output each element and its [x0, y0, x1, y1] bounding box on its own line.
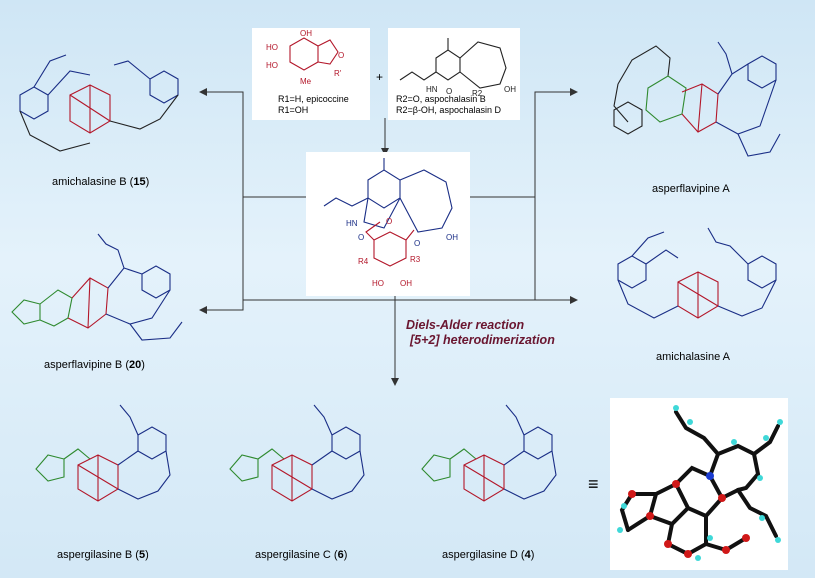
crystal-structure-image — [617, 405, 783, 561]
reaction-line-1: Diels-Alder reaction — [406, 318, 525, 332]
svg-text:O: O — [338, 51, 344, 60]
amichalasine-b-num: 15 — [133, 176, 146, 188]
aspergilasine-d-structure — [421, 404, 557, 502]
svg-text:R2: R2 — [472, 89, 483, 98]
svg-text:OH: OH — [446, 233, 458, 242]
svg-text:HO: HO — [266, 43, 278, 52]
asperflavipine-b-num: 20 — [129, 359, 142, 371]
reaction-line-2: [5+2] heterodimerization — [410, 333, 555, 347]
svg-text:OH: OH — [400, 279, 412, 288]
aspergilasine-b-structure — [35, 404, 171, 502]
aspergilasine-d-num: 4 — [524, 549, 531, 561]
epicoccine-structure: HO HO OH O R' Me — [266, 29, 344, 86]
aspergilasine-b-label: aspergilasine B (5) — [57, 549, 149, 561]
aspergilasine-b-name: aspergilasine B — [57, 549, 133, 561]
aspergilasine-d-label: aspergilasine D (4) — [442, 549, 535, 561]
svg-text:OH: OH — [300, 29, 312, 38]
aspergilasine-c-structure — [229, 404, 365, 502]
crystal-structure-panel — [610, 398, 788, 570]
plus-sign: + — [376, 70, 384, 84]
aspergilasine-c-name: aspergilasine C — [255, 549, 331, 561]
aspergilasine-b-num: 5 — [138, 549, 146, 561]
amichalasine-a-structure — [617, 227, 777, 319]
amichalasine-b-name: amichalasine B — [52, 176, 127, 188]
amichalasine-b-structure — [19, 54, 179, 152]
svg-text:O: O — [414, 239, 420, 248]
svg-text:HN: HN — [346, 219, 358, 228]
asperflavipine-a-structure — [613, 41, 781, 157]
asperflavipine-b-name: asperflavipine B — [44, 359, 123, 371]
asperflavipine-b-label: asperflavipine B (20) — [44, 359, 145, 371]
svg-text:O: O — [446, 87, 452, 96]
svg-text:R': R' — [334, 69, 342, 78]
aspochalasin-label-1: R2=O, aspochalasin B — [396, 94, 486, 104]
svg-text:OH: OH — [504, 85, 516, 94]
svg-text:R4: R4 — [358, 257, 369, 266]
amichalasine-a-label: amichalasine A — [656, 351, 730, 363]
aspergilasine-c-num: 6 — [337, 549, 344, 561]
aspergilasine-d-name: aspergilasine D — [442, 549, 518, 561]
svg-text:HO: HO — [372, 279, 384, 288]
intermediate-card: HN O O OH O R4 R3 HO OH — [306, 152, 470, 296]
asperflavipine-a-label: asperflavipine A — [652, 183, 730, 195]
svg-text:HN: HN — [426, 85, 438, 94]
svg-text:O: O — [386, 217, 392, 226]
svg-text:R3: R3 — [410, 255, 421, 264]
aspochalasin-label-2: R2=β-OH, aspochalasin D — [396, 105, 501, 115]
asperflavipine-b-structure — [11, 233, 183, 341]
equivalence-symbol: ≡ — [588, 474, 599, 494]
svg-text:Me: Me — [300, 77, 312, 86]
svg-text:O: O — [358, 233, 364, 242]
amichalasine-b-label: amichalasine B (15) — [52, 176, 150, 188]
svg-text:HO: HO — [266, 61, 278, 70]
aspochalasin-card: HN O R2 OH R2=O, aspochalasin B R2=β-OH,… — [388, 28, 520, 120]
aspergilasine-c-label: aspergilasine C (6) — [255, 549, 348, 561]
intermediate-structure: HN O O OH O R4 R3 HO OH — [323, 158, 458, 288]
epicoccine-label-1: R1=H, epicoccine — [278, 94, 349, 104]
epicoccine-label-2: R1=OH — [278, 105, 309, 115]
aspochalasin-structure: HN O R2 OH — [399, 38, 516, 98]
epicoccine-card: HO HO OH O R' Me R1=H, epicoccine R1=OH — [252, 28, 370, 120]
